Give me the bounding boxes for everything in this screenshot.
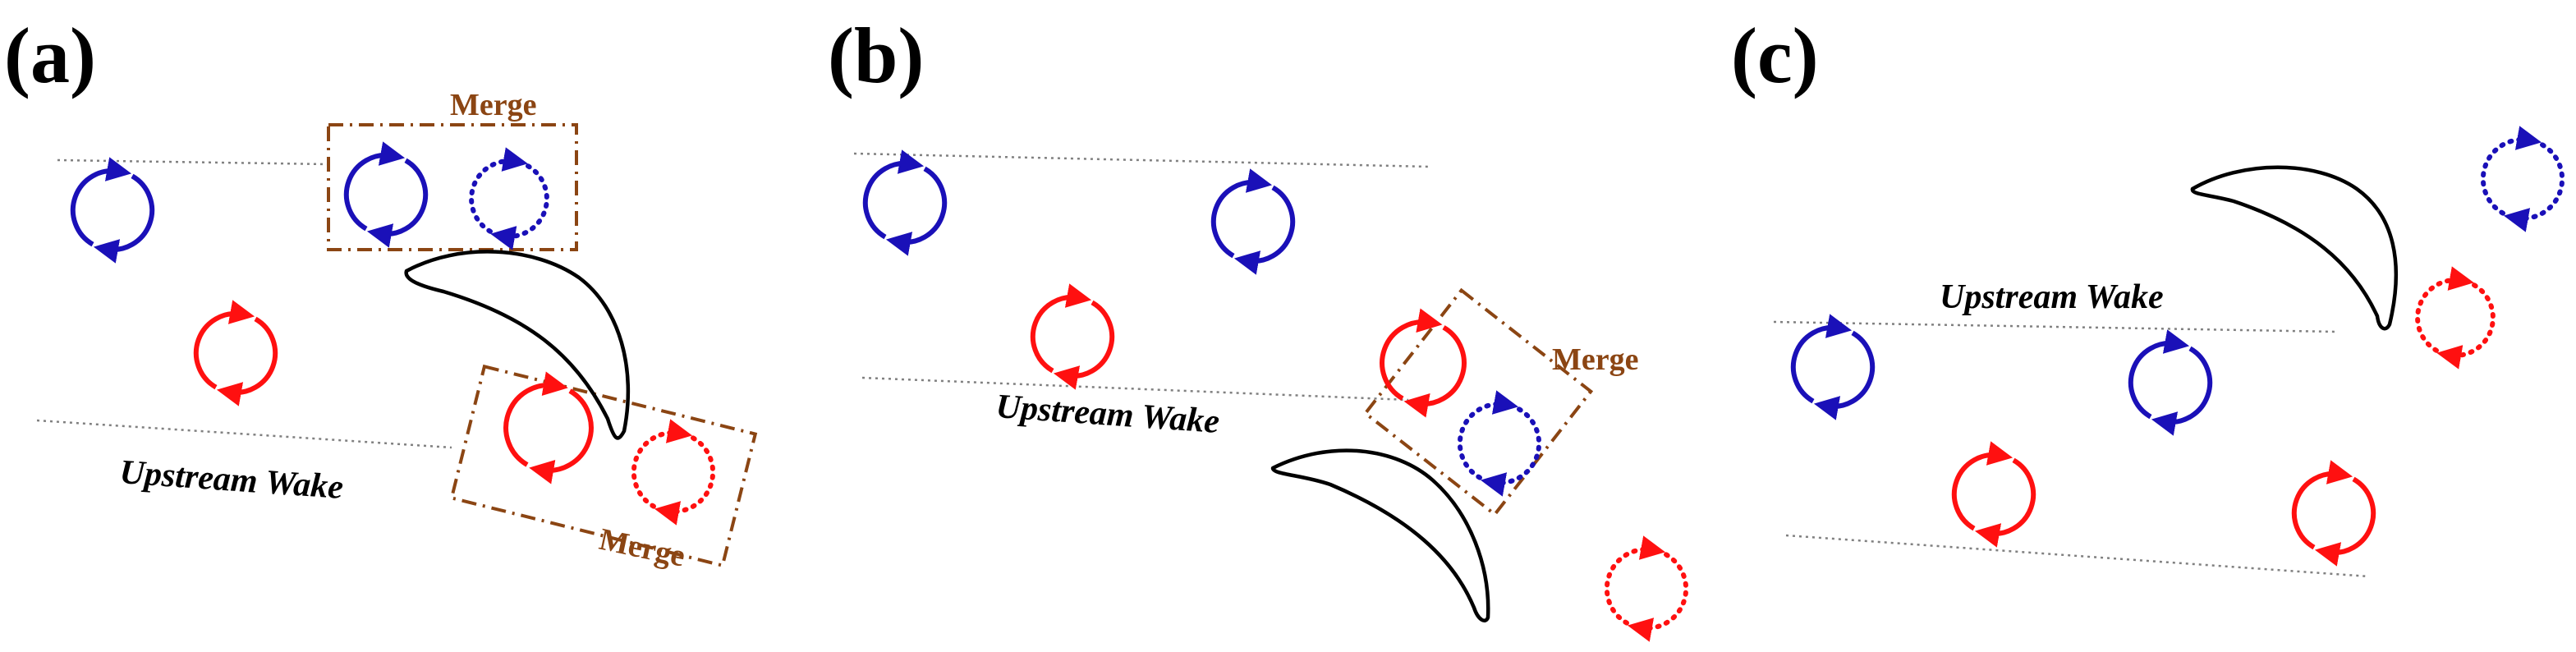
vortex-arc <box>366 158 429 248</box>
vortex-arc <box>1210 168 1273 259</box>
panel-a: (a) Upstream Wake Merge Merge <box>4 11 758 574</box>
upstream-wake-label: Upstream Wake <box>118 453 344 507</box>
panel-c-label: (c) <box>1731 11 1819 99</box>
merge-box-upper <box>327 123 578 251</box>
vortex-red <box>2291 460 2376 567</box>
blade-profile <box>2190 165 2399 331</box>
blade-profile <box>1270 448 1490 622</box>
vortex-red-dotted <box>1604 535 1689 642</box>
vortex-arc <box>503 371 568 467</box>
vortex-arc <box>1627 552 1689 642</box>
vortex-arc <box>1457 390 1519 480</box>
vortex-arc <box>2415 266 2474 353</box>
vortex-arc <box>1030 283 1092 374</box>
merge-label-upper: Merge <box>450 88 536 122</box>
vortex-arc <box>1380 308 1443 401</box>
vortex-arc <box>193 300 255 390</box>
wake-boundary-lower <box>1785 534 2370 578</box>
vortex-red-merging <box>1380 308 1467 418</box>
vortex-arc <box>1813 330 1876 420</box>
panel-b-label: (b) <box>828 11 924 99</box>
merge-label: Merge <box>1552 342 1638 377</box>
vortex-arc <box>1480 406 1542 497</box>
vortex-arc <box>2291 460 2353 550</box>
vortex-arc <box>1974 457 2036 548</box>
vortex-arc <box>1951 441 2014 531</box>
vortex-arc <box>1604 535 1666 626</box>
vortex-arc <box>490 163 549 250</box>
vortex-blue <box>2128 329 2213 436</box>
vortex-red-dotted <box>631 419 716 526</box>
wake-boundary-upper <box>1773 320 2337 333</box>
vortex-blue-dotted <box>2480 126 2565 232</box>
vortex-arc <box>216 316 278 406</box>
vortex-arc <box>93 173 155 264</box>
vortex-arc <box>2503 142 2565 232</box>
vortex-arc <box>631 419 693 509</box>
vortex-red <box>193 300 278 406</box>
vortex-blue <box>862 149 948 256</box>
vortex-blue-merging <box>343 141 429 248</box>
vortex-arc <box>2151 346 2213 436</box>
vortex-red-dotted <box>2415 266 2496 370</box>
vortex-arc <box>2480 126 2542 216</box>
vortex-arc <box>70 157 132 247</box>
vortex-red <box>1030 283 1115 390</box>
vortex-arc <box>343 141 406 232</box>
upstream-wake-label: Upstream Wake <box>994 388 1220 441</box>
vortex-arc <box>885 166 948 256</box>
vortex-arc <box>1403 325 1467 418</box>
vortex-arc <box>654 435 716 526</box>
vortex-red-merging <box>503 371 594 484</box>
vortex-arc <box>2128 329 2190 420</box>
vortex-blue <box>1790 314 1876 420</box>
merge-box <box>1362 287 1594 517</box>
vortex-blue-dotted <box>469 147 549 250</box>
vortex-arc <box>862 149 925 240</box>
vortex-arc <box>529 388 594 484</box>
merge-label-lower: Merge <box>596 522 688 574</box>
wake-boundary-lower <box>36 419 452 449</box>
panel-a-label: (a) <box>4 11 96 99</box>
vortex-blue <box>70 157 155 264</box>
vortex-arc <box>2314 476 2376 567</box>
blade-profile <box>404 250 631 440</box>
vortex-red <box>1951 441 2036 548</box>
vortex-blue-dotted <box>1457 390 1542 497</box>
upstream-wake-label: Upstream Wake <box>1940 278 2164 316</box>
vortex-arc <box>1790 314 1853 404</box>
wake-boundary-lower <box>861 376 1409 402</box>
wake-boundary-upper <box>853 152 1430 168</box>
wake-boundary-upper <box>57 158 329 166</box>
panel-b: (b) Upstream Wake Merge <box>828 11 1689 642</box>
vortex-arc <box>469 147 528 234</box>
vortex-arc <box>1233 185 1296 275</box>
vortex-blue <box>1210 168 1296 275</box>
vortex-arc <box>1053 300 1115 390</box>
merge-box-lower <box>449 364 758 568</box>
vortex-arc <box>2436 282 2496 370</box>
panel-c: (c) Upstream Wake <box>1731 11 2565 578</box>
